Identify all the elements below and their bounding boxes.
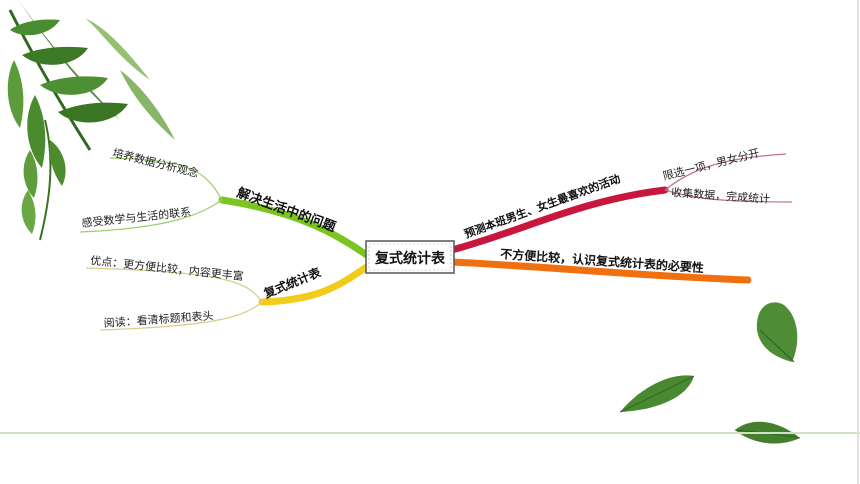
child-label-survey-2: 收集数据，完成统计 bbox=[671, 185, 771, 206]
branch-line-inconvenient bbox=[448, 258, 752, 284]
child-label-survey-1: 限选一项，男女分开 bbox=[661, 145, 760, 183]
child-line-survey-1 bbox=[664, 153, 787, 191]
child-line-survey-2 bbox=[664, 189, 793, 203]
child-label-compound-table-1: 优点：更方便比较，内容更丰富 bbox=[90, 253, 245, 283]
leaf-cluster-bottom-right bbox=[619, 302, 801, 444]
branch-survey: 预测本班男生、女生最喜欢的活动 限选一项，男女分开 收集数据，完成统计 bbox=[448, 145, 793, 254]
branch-solve-life: 解决生活中的问题 培养数据分析观念 感受数学与生活的联系 bbox=[79, 145, 372, 260]
child-line-solve-life-2 bbox=[79, 199, 223, 233]
child-label-solve-life-2: 感受数学与生活的联系 bbox=[81, 205, 192, 230]
leaf-cluster-top-left bbox=[7, 0, 175, 241]
branch-label-solve-life: 解决生活中的问题 bbox=[234, 184, 339, 235]
child-label-solve-life-1: 培养数据分析观念 bbox=[111, 145, 200, 180]
branch-line-survey bbox=[448, 186, 669, 254]
branch-compound-table: 复式统计表 优点：更方便比较，内容更丰富 阅读：看清标题和表头 bbox=[85, 253, 372, 331]
child-line-solve-life-1 bbox=[109, 157, 223, 201]
center-node[interactable]: 复式统计表 bbox=[365, 240, 455, 274]
branch-line-solve-life bbox=[218, 196, 372, 260]
branch-line-compound-table bbox=[258, 262, 372, 306]
child-line-compound-table-2 bbox=[99, 301, 263, 331]
child-line-compound-table-1 bbox=[85, 267, 263, 303]
branch-inconvenient: 不方便比较，认识复式统计表的必要性 bbox=[448, 246, 752, 284]
center-node-label: 复式统计表 bbox=[374, 250, 446, 267]
